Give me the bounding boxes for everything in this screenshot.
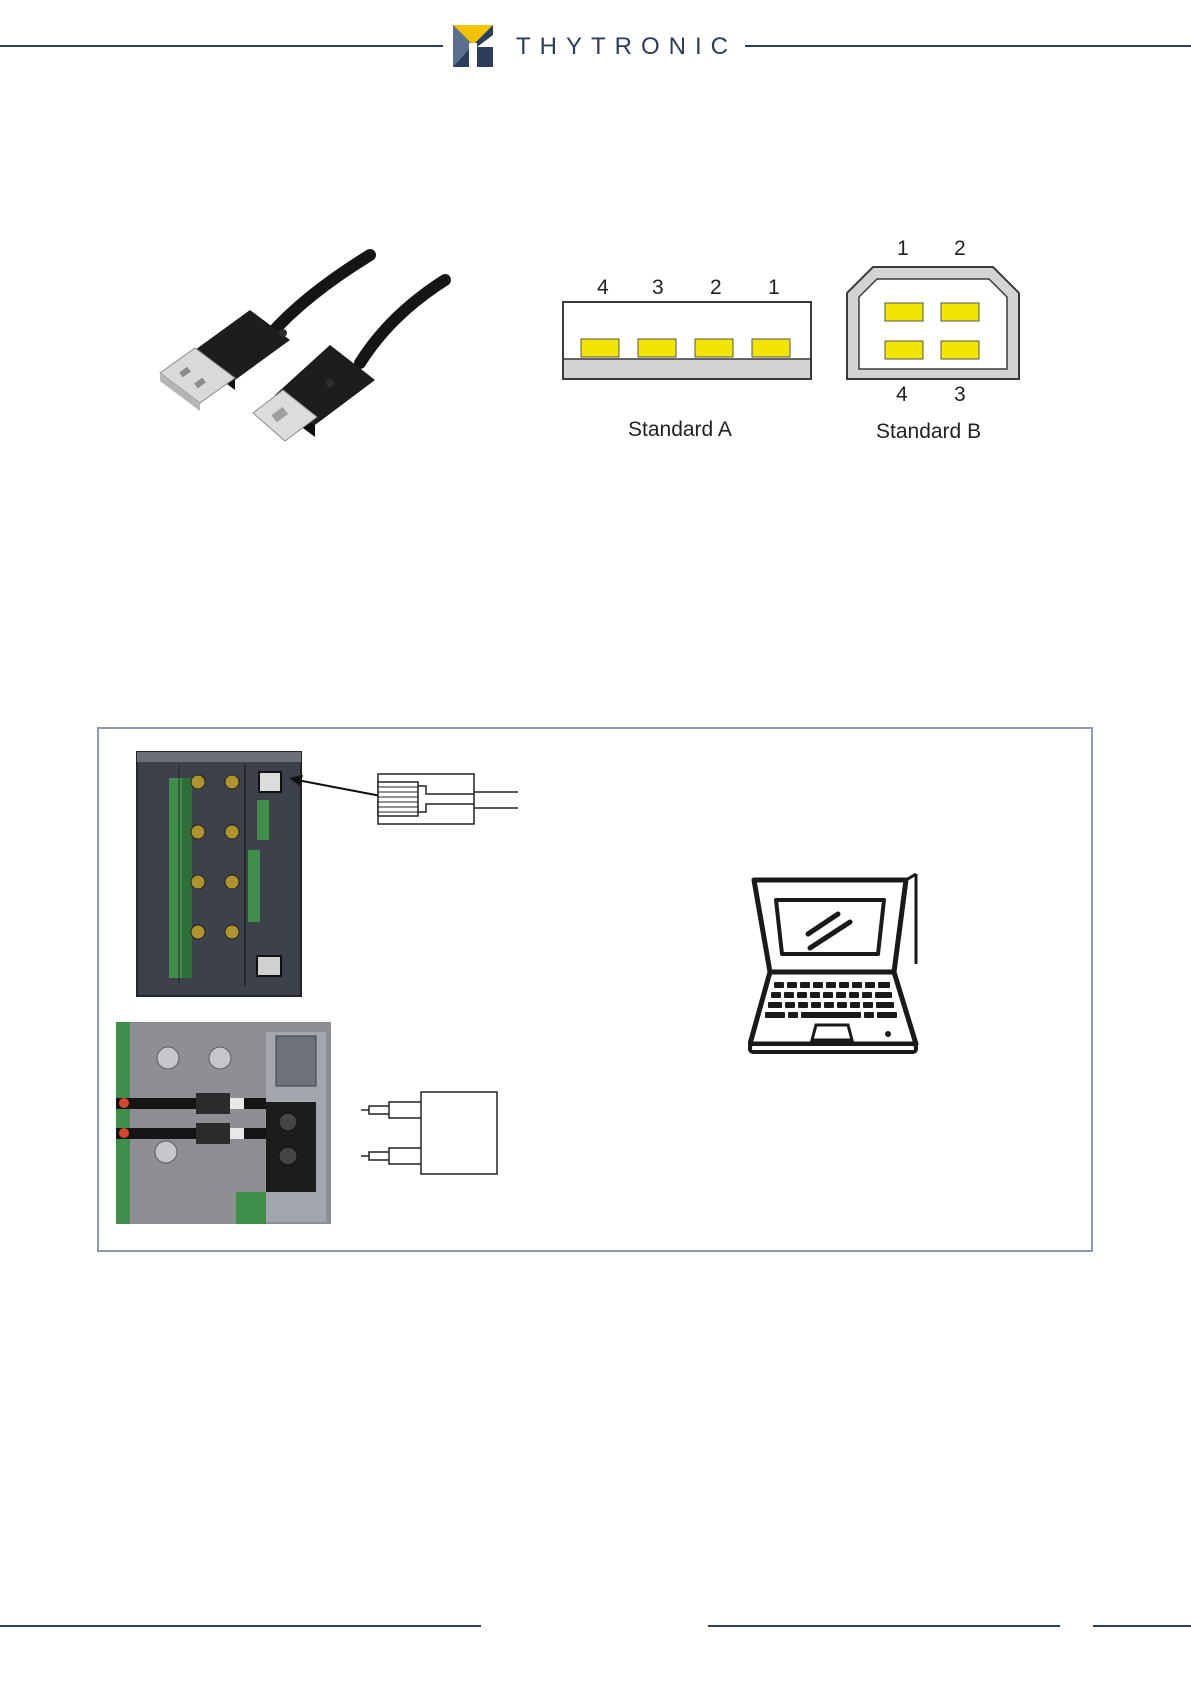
pin-a-3 [638, 339, 676, 357]
standard-a-caption: Standard A [628, 418, 732, 442]
pin-label-b-4: 4 [896, 383, 908, 407]
usb-standard-a-connector [562, 301, 812, 381]
pin-label-b-2: 2 [954, 237, 966, 261]
pin-a-1 [752, 339, 790, 357]
pin-label-a-1: 1 [768, 276, 780, 300]
footer-rule-middle [708, 1625, 1060, 1627]
pin-a-2 [695, 339, 733, 357]
header-rule-right [745, 45, 1191, 47]
pin-label-a-4: 4 [597, 276, 609, 300]
footer-rule-left [0, 1625, 481, 1627]
usb-cable-image [155, 245, 465, 450]
usb-standard-b-connector [845, 265, 1021, 381]
pin-label-a-3: 3 [652, 276, 664, 300]
relay-rear-panel-image [135, 750, 305, 1000]
pin-b-3 [941, 341, 979, 359]
fiber-connector-icon [359, 1090, 499, 1176]
pin-b-4 [885, 341, 923, 359]
header-rule-left [0, 45, 443, 47]
standard-b-caption: Standard B [876, 420, 981, 444]
brand-name: THYTRONIC [516, 32, 737, 62]
pin-label-b-3: 3 [954, 383, 966, 407]
footer-rule-right [1093, 1625, 1191, 1627]
pin-b-2 [941, 303, 979, 321]
fiber-optic-connectors-image [116, 1022, 331, 1224]
pin-label-b-1: 1 [897, 237, 909, 261]
pin-a-4 [581, 339, 619, 357]
thytronic-logo-icon [453, 25, 493, 67]
port-pointer-arrow [285, 770, 385, 810]
pin-b-1 [885, 303, 923, 321]
rj45-connector-icon [376, 772, 518, 826]
pin-label-a-2: 2 [710, 276, 722, 300]
laptop-icon [748, 872, 923, 1062]
